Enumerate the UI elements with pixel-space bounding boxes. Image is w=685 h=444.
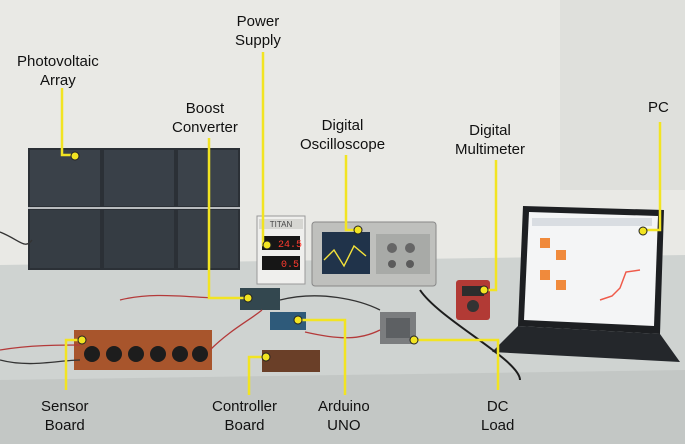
label-load-line2: Load <box>481 417 515 434</box>
label-digital-oscilloscope: Digital Oscilloscope <box>300 116 385 154</box>
label-boost-converter: Boost Converter <box>172 99 238 137</box>
window-frame <box>560 0 685 190</box>
label-sensor-line2: Board <box>44 417 85 434</box>
label-osc-line1: Digital <box>321 117 364 134</box>
label-dmm-line1: Digital <box>469 122 511 139</box>
label-power-line2: Supply <box>235 32 281 49</box>
digital-oscilloscope <box>311 221 437 287</box>
label-controller-line2: Board <box>224 417 265 434</box>
label-controller-board: Controller Board <box>212 397 277 435</box>
controller-board <box>262 350 320 372</box>
photovoltaic-array <box>28 148 240 270</box>
table-shadow <box>0 370 685 444</box>
psu-current-readout: 0.5 <box>281 260 299 271</box>
label-pv-line2: Array <box>39 72 76 89</box>
psu-brand: TITAN <box>270 220 293 229</box>
sensor-board <box>74 330 212 370</box>
label-digital-multimeter: Digital Multimeter <box>455 121 525 159</box>
label-sensor-line1: Sensor <box>41 398 89 415</box>
label-osc-line2: Oscilloscope <box>300 136 386 153</box>
label-boost-line2: Converter <box>172 119 238 136</box>
power-supply: TITAN 24.5 0.5 <box>256 215 306 285</box>
label-pv-line1: Photovoltaic <box>17 53 99 70</box>
label-load-line1: DC <box>486 398 509 415</box>
label-sensor-board: Sensor Board <box>41 397 89 435</box>
laptop-pc <box>492 206 680 362</box>
wires <box>0 231 521 381</box>
label-controller-line1: Controller <box>212 398 278 415</box>
label-dmm-line2: Multimeter <box>455 141 526 158</box>
label-arduino-line1: Arduino <box>318 398 370 415</box>
callouts <box>60 52 662 395</box>
label-pc: PC <box>648 98 669 117</box>
label-arduino-uno: Arduino UNO <box>318 397 370 435</box>
label-arduino-line2: UNO <box>327 417 361 434</box>
label-photovoltaic-array: Photovoltaic Array <box>17 52 99 90</box>
label-power-supply: Power Supply <box>235 12 281 50</box>
label-boost-line1: Boost <box>185 100 225 117</box>
label-dc-load: DC Load <box>481 397 514 435</box>
label-power-line1: Power <box>236 13 280 30</box>
label-pc-line1: PC <box>648 99 669 116</box>
boost-converter-board <box>240 288 280 310</box>
psu-voltage-readout: 24.5 <box>278 240 302 251</box>
